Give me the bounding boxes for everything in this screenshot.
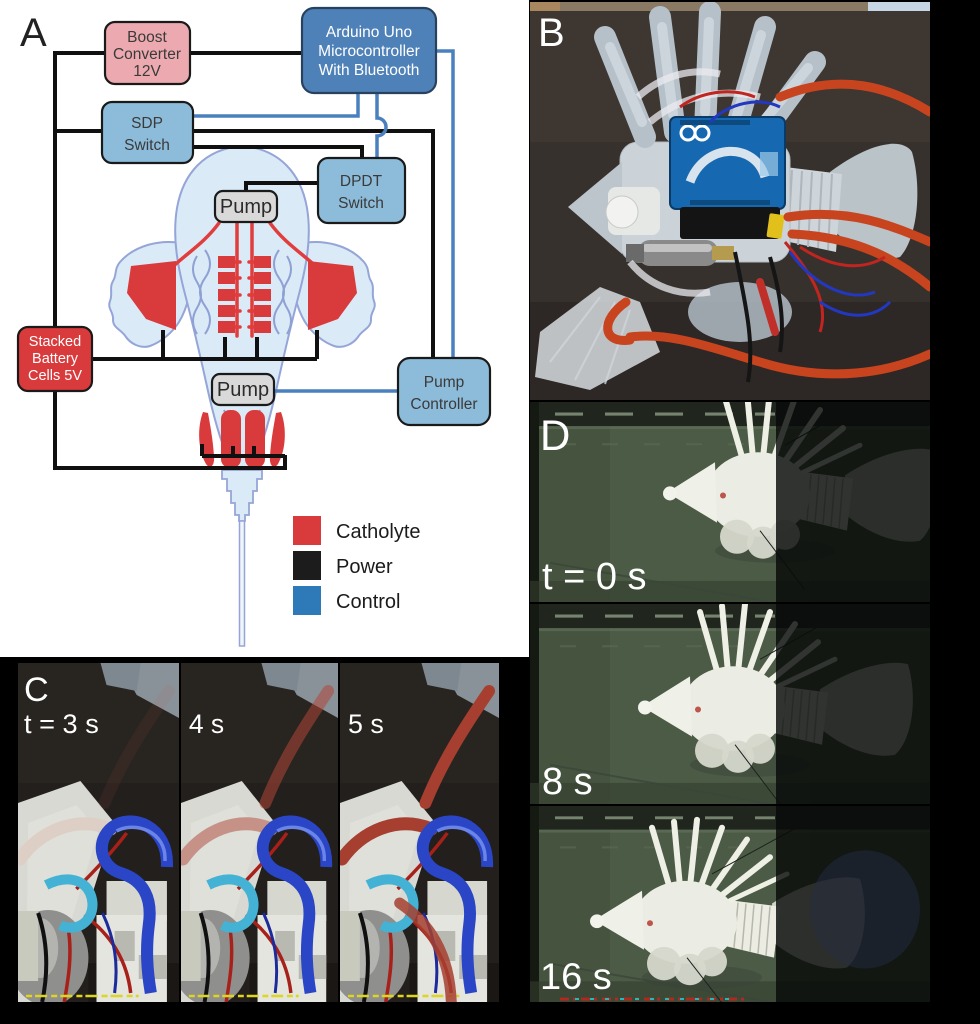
tail-shadow bbox=[810, 850, 920, 969]
sdp-line1: SDP bbox=[131, 115, 163, 132]
catholyte-tube-main bbox=[18, 817, 118, 866]
pump-bottom-box: Pump bbox=[210, 372, 276, 407]
head bbox=[568, 162, 622, 254]
dark-tank-region bbox=[776, 402, 930, 602]
pump-top-box: Pump bbox=[213, 189, 279, 224]
battery-pack bbox=[680, 207, 780, 239]
battery-line3: Cells 5V bbox=[28, 368, 82, 384]
battery-line1: Stacked bbox=[29, 334, 81, 350]
arduino-line3: With Bluetooth bbox=[319, 62, 420, 79]
robot-fish-photo: B bbox=[530, 2, 930, 400]
pump-controller-line2: Controller bbox=[410, 396, 477, 413]
tail-segments bbox=[221, 469, 263, 522]
panel-label-d: D bbox=[540, 412, 570, 459]
boost-line3: 12V bbox=[133, 63, 161, 80]
panel-d-sequence: D t = 0 s 8 s 16 s bbox=[530, 402, 930, 1002]
pump-controller-line1: Pump bbox=[424, 374, 465, 391]
timestamp-t4: 4 s bbox=[189, 709, 224, 739]
battery-line2: Battery bbox=[32, 351, 79, 367]
catholyte-tube-top bbox=[98, 685, 175, 809]
blue-tube bbox=[256, 815, 333, 994]
dark-tank-region bbox=[776, 604, 930, 804]
power-wires bbox=[53, 51, 435, 470]
arduino-box: Arduino Uno Microcontroller With Bluetoo… bbox=[300, 6, 438, 95]
panel-c-sequence: C t = 3 s 4 s 5 s bbox=[18, 663, 499, 1002]
yellow-connector bbox=[766, 213, 785, 239]
dpdt-line1: DPDT bbox=[340, 173, 383, 190]
panel-label-a: A bbox=[20, 11, 47, 55]
legend-swatch-control bbox=[293, 586, 321, 615]
legend-swatch-catholyte bbox=[293, 516, 321, 545]
left-fin-catholyte bbox=[127, 261, 176, 330]
dpdt-line2: Switch bbox=[338, 195, 384, 212]
timestamp-t5: 5 s bbox=[348, 709, 384, 739]
catholyte-tube-top bbox=[419, 685, 496, 809]
legend-label-power: Power bbox=[336, 556, 393, 578]
pump-bottom-label: Pump bbox=[217, 379, 269, 401]
timestamp-d16: 16 s bbox=[540, 955, 612, 997]
red-clip bbox=[756, 278, 779, 336]
tail-muscle-right bbox=[269, 412, 285, 467]
tail-needle bbox=[238, 520, 246, 647]
sdp-switch-box: SDP Switch bbox=[100, 100, 195, 165]
legend-label-control: Control bbox=[336, 591, 400, 613]
black-leads bbox=[733, 251, 784, 383]
panel-label-b: B bbox=[538, 11, 565, 55]
legend: Catholyte Power Control bbox=[293, 516, 421, 615]
boost-converter-box: Boost Converter 12V bbox=[103, 20, 192, 86]
pump-frame-t5: 5 s bbox=[340, 663, 499, 1002]
pump-controller-box: Pump Controller bbox=[396, 356, 492, 427]
boost-line2: Converter bbox=[113, 46, 181, 63]
arduino-line2: Microcontroller bbox=[318, 43, 420, 60]
legend-swatch-power bbox=[293, 551, 321, 580]
dpdt-switch-box: DPDT Switch bbox=[316, 156, 407, 225]
tail-muscle-left bbox=[199, 412, 215, 467]
arduino-board bbox=[669, 116, 786, 210]
battery-box: Stacked Battery Cells 5V bbox=[16, 325, 94, 393]
pump-frame-t4: 4 s bbox=[181, 663, 338, 1002]
swim-frame-t16: 16 s bbox=[530, 806, 930, 1002]
circuit-diagram-svg: Boost Converter 12V Arduino Uno Microcon… bbox=[16, 6, 492, 647]
pump-frame-t3: C t = 3 s bbox=[18, 663, 179, 1002]
blue-tube bbox=[416, 815, 494, 994]
hookup-wires bbox=[679, 90, 892, 333]
control-wires bbox=[193, 49, 455, 393]
timestamp-d8: 8 s bbox=[542, 761, 593, 803]
blue-tube bbox=[95, 815, 173, 994]
catholyte-shapes bbox=[127, 256, 357, 468]
legend-label-catholyte: Catholyte bbox=[336, 521, 421, 543]
right-fin-catholyte bbox=[308, 261, 357, 330]
timestamp-d0: t = 0 s bbox=[542, 556, 647, 598]
arduino-line1: Arduino Uno bbox=[326, 24, 412, 41]
swim-frame-t8: 8 s bbox=[530, 604, 930, 804]
pump-top-label: Pump bbox=[220, 196, 272, 218]
panel-label-c: C bbox=[24, 671, 49, 709]
boost-line1: Boost bbox=[127, 29, 167, 46]
catholyte-tube-top bbox=[259, 685, 335, 809]
swim-frame-t0: D t = 0 s bbox=[530, 402, 930, 602]
sdp-line2: Switch bbox=[124, 137, 170, 154]
timestamp-t3: t = 3 s bbox=[24, 708, 99, 739]
metal-connector bbox=[626, 240, 734, 266]
backdrop-edge bbox=[530, 2, 930, 11]
catholyte-tube-main bbox=[340, 817, 438, 866]
panel-a-diagram: Boost Converter 12V Arduino Uno Microcon… bbox=[0, 0, 529, 657]
panel-b-photo: B bbox=[530, 2, 930, 400]
catholyte-tube-main bbox=[181, 817, 278, 866]
orange-tubes bbox=[603, 79, 930, 379]
